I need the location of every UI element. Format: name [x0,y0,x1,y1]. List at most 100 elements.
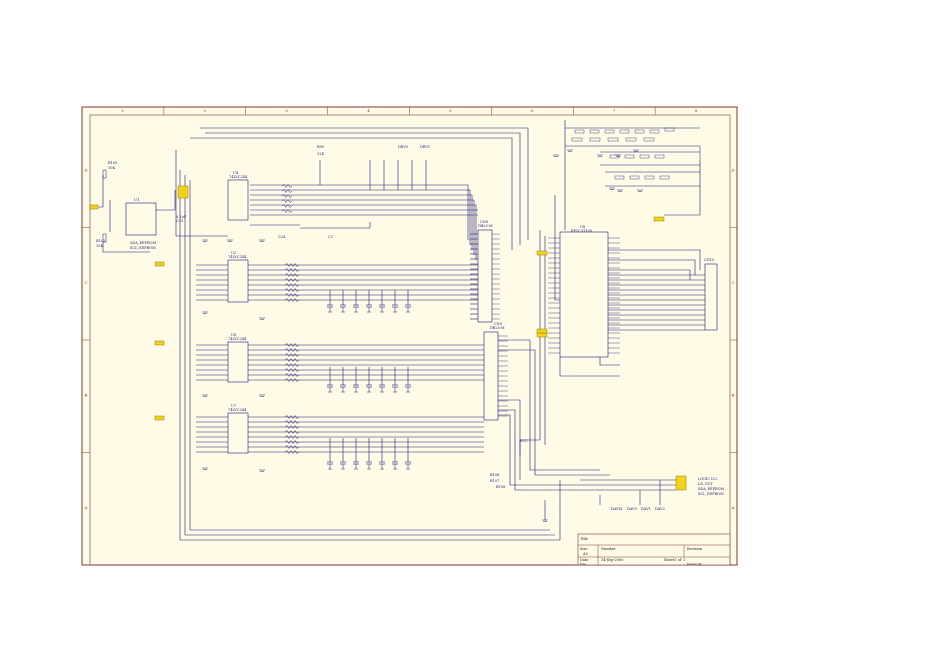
column-marker: 7 [613,108,616,113]
title-block: Title Size A3 Number Revision Date 14-Se… [577,533,731,566]
conn-usb-left [536,250,548,256]
conn-u7 [154,415,165,421]
tb-file-label: File [580,562,586,566]
tb-sheet-value: 1 [674,558,676,562]
r102-value: 10K [96,244,103,248]
wire-path [498,409,676,491]
power-component [619,129,630,134]
power-component [571,137,583,142]
cn9-pins [498,335,508,417]
resistor-zigzag [281,189,293,193]
wire-path [250,184,469,240]
r102-resistor [102,233,107,243]
tb-sheet-label: Sheet [664,558,675,562]
u5-chip [227,259,249,303]
tb-number-label: Number [601,547,616,551]
resistor-zigzag [281,209,293,213]
power-component [639,154,650,159]
resistor-zigzag [284,278,300,282]
wire-path [205,132,521,245]
wire-path [250,204,477,260]
wire-path [664,160,701,216]
row-marker-left: A [84,505,88,510]
conn-u5 [154,261,165,267]
power-component [659,175,670,180]
u7-value: 74LVC244 [228,408,247,412]
dav0-label: DAV0 [627,507,637,511]
power-component [629,175,640,180]
power-component [609,154,620,159]
wires [95,120,705,541]
tb-drawn-label: Drawn By [687,562,702,566]
logic-line2: LX_OUT [698,482,713,486]
resistor-zigzag [281,199,293,203]
power-section [565,127,701,187]
resistor-zigzag [281,194,293,198]
column-marker: 2 [204,108,207,113]
cn10-connector [704,263,718,331]
column-marker: 1 [122,108,125,113]
r99-value: 12K [317,152,324,156]
resistor-zigzag [284,450,300,454]
vcc-label: VCC [519,439,528,443]
power-component [614,175,625,180]
u6-ref: U6 [231,333,236,337]
u8-value: EP1C3T100 [571,229,592,233]
logic-line4: SCL_EEPROM [698,492,724,496]
wire-path [498,414,676,486]
logic-ic-label: LOGIC IC2 [698,477,717,481]
dav1-label: DAV1 [641,507,651,511]
row-marker-left: D [84,167,87,172]
u6-section: U6 74LVC244 [154,333,249,383]
resistor-zigzag [284,263,300,267]
r106-label: R106 [490,473,499,477]
resistor-zigzag [284,425,300,429]
net-sda-label: SDA_EEPROM [130,241,156,245]
cn9-value: DB25-M [490,326,505,330]
wire-path [608,269,691,280]
conn-u6 [154,340,165,346]
resistor-zigzag [284,268,300,272]
cn8-value: DB25-M [478,224,493,228]
row-marker-right: A [731,505,735,510]
u8-ref: U8 [580,225,585,229]
eeprom-section: U1 R105 10K R102 10K SDA_EEPROM SCL_EEPR… [89,161,157,250]
resistor-zigzag [284,430,300,434]
eeprom-chip [125,202,157,236]
u5-section: U5 74LVC244 [154,251,249,303]
davsi-label: DAVSI [611,507,623,511]
row-marker-right: D [731,167,734,172]
u8-section: U8 EP1C3T100 [536,216,665,358]
resistor-zigzag [284,348,300,352]
cn10-section: CN10 [704,258,718,331]
conn-u8-left-2 [536,328,548,334]
wire-path [190,137,513,250]
power-component [649,129,660,134]
r105-resistor [102,169,107,179]
wire-path [554,195,560,301]
sheet-background [81,106,738,566]
tb-size-label: Size [580,547,587,551]
cn10-ref: CN10 [704,258,714,262]
power-component [574,129,585,134]
resistor-zigzag [284,435,300,439]
column-marker: 4 [367,108,370,113]
u4-chip [227,179,249,221]
wire-path [498,399,521,455]
wire-path [608,259,696,275]
u5-value: 74LVC244 [228,255,247,259]
resistor-zigzag [284,283,300,287]
resistor-zigzag [284,273,300,277]
column-marker: 3 [285,108,288,113]
u7-section: U7 74LVC244 [154,404,249,454]
u8-chip [559,231,609,358]
resistor-zigzag [284,415,300,419]
resistor-packs [281,184,300,454]
wire-path [250,194,473,250]
r105-label: R105 [108,161,117,165]
wire-path [250,189,471,245]
row-marker-right: C [731,280,734,285]
resistor-zigzag [284,343,300,347]
tb-of-label: of [678,558,682,562]
